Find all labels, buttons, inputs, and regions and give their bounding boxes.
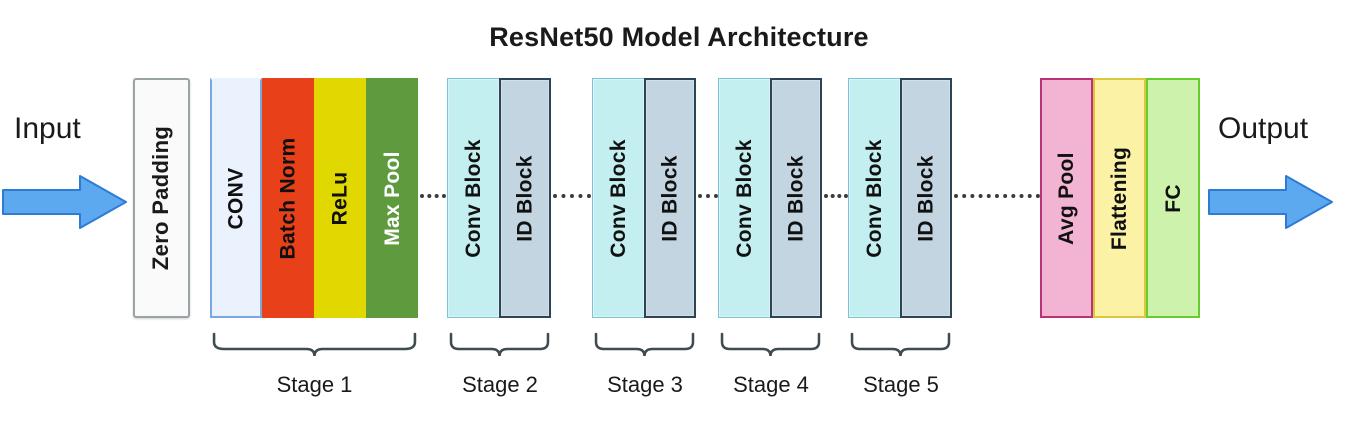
- block-conv-block[interactable]: Conv Block: [848, 78, 900, 318]
- block-id-block[interactable]: ID Block: [644, 78, 696, 318]
- block-label: ID Block: [914, 154, 938, 242]
- block-label: Conv Block: [733, 138, 756, 258]
- stage-1-label: Stage 1: [276, 372, 353, 397]
- block-label: Zero Padding: [148, 125, 174, 271]
- block-avg-pool[interactable]: Avg Pool: [1040, 78, 1093, 318]
- stage-4-label: Stage 4: [733, 372, 809, 397]
- block-label: ReLu: [328, 171, 352, 226]
- stage-3-brace-icon: [594, 332, 695, 362]
- stage-1-group: CONV Batch Norm ReLu Max Pool: [210, 78, 418, 318]
- connector-dotted-3: [698, 194, 718, 198]
- block-flattening[interactable]: Flattening: [1093, 78, 1146, 318]
- stage-4-group: Conv Block ID Block: [718, 78, 822, 318]
- connector-dotted-1: [420, 194, 446, 198]
- output-arrow-icon: [1208, 174, 1333, 230]
- block-label: Flattening: [1108, 146, 1132, 250]
- connector-dotted-4: [824, 194, 848, 198]
- stage-5-label: Stage 5: [863, 372, 939, 397]
- block-label: Conv Block: [863, 138, 886, 258]
- block-label: Conv Block: [462, 138, 485, 258]
- block-batch-norm[interactable]: Batch Norm: [262, 78, 314, 318]
- stage-1-brace-icon: [212, 332, 417, 362]
- zero-padding-group: Zero Padding: [133, 78, 190, 318]
- stage-2-label: Stage 2: [462, 372, 538, 397]
- block-label: CONV: [224, 167, 248, 229]
- stage-5-brace-icon: [850, 332, 951, 362]
- block-conv[interactable]: CONV: [210, 78, 262, 318]
- stage-5-group: Conv Block ID Block: [848, 78, 952, 318]
- stage-2-brace-icon: [449, 332, 550, 362]
- block-conv-block[interactable]: Conv Block: [447, 78, 499, 318]
- block-zero-padding[interactable]: Zero Padding: [133, 78, 190, 318]
- block-fc[interactable]: FC: [1146, 78, 1200, 318]
- page-title: ResNet50 Model Architecture: [489, 22, 869, 52]
- block-relu[interactable]: ReLu: [314, 78, 366, 318]
- block-id-block[interactable]: ID Block: [499, 78, 551, 318]
- block-label: ID Block: [658, 154, 682, 242]
- input-arrow-icon: [2, 174, 127, 230]
- connector-dotted-5: [954, 194, 1040, 198]
- block-label: Avg Pool: [1055, 151, 1078, 245]
- block-label: ID Block: [784, 154, 808, 242]
- output-head-group: Avg Pool Flattening FC: [1040, 78, 1200, 318]
- block-id-block[interactable]: ID Block: [900, 78, 952, 318]
- block-label: Max Pool: [380, 151, 404, 246]
- block-label: Batch Norm: [276, 137, 300, 260]
- stage-4-brace-icon: [720, 332, 821, 362]
- block-label: Conv Block: [607, 138, 630, 258]
- stage-3-group: Conv Block ID Block: [592, 78, 696, 318]
- block-max-pool[interactable]: Max Pool: [366, 78, 418, 318]
- block-label: FC: [1161, 183, 1185, 213]
- block-id-block[interactable]: ID Block: [770, 78, 822, 318]
- stage-3-label: Stage 3: [607, 372, 683, 397]
- input-label: Input: [14, 112, 81, 145]
- stage-2-group: Conv Block ID Block: [447, 78, 551, 318]
- block-conv-block[interactable]: Conv Block: [718, 78, 770, 318]
- connector-dotted-2: [553, 194, 591, 198]
- output-label: Output: [1218, 112, 1309, 145]
- block-conv-block[interactable]: Conv Block: [592, 78, 644, 318]
- block-label: ID Block: [513, 154, 537, 242]
